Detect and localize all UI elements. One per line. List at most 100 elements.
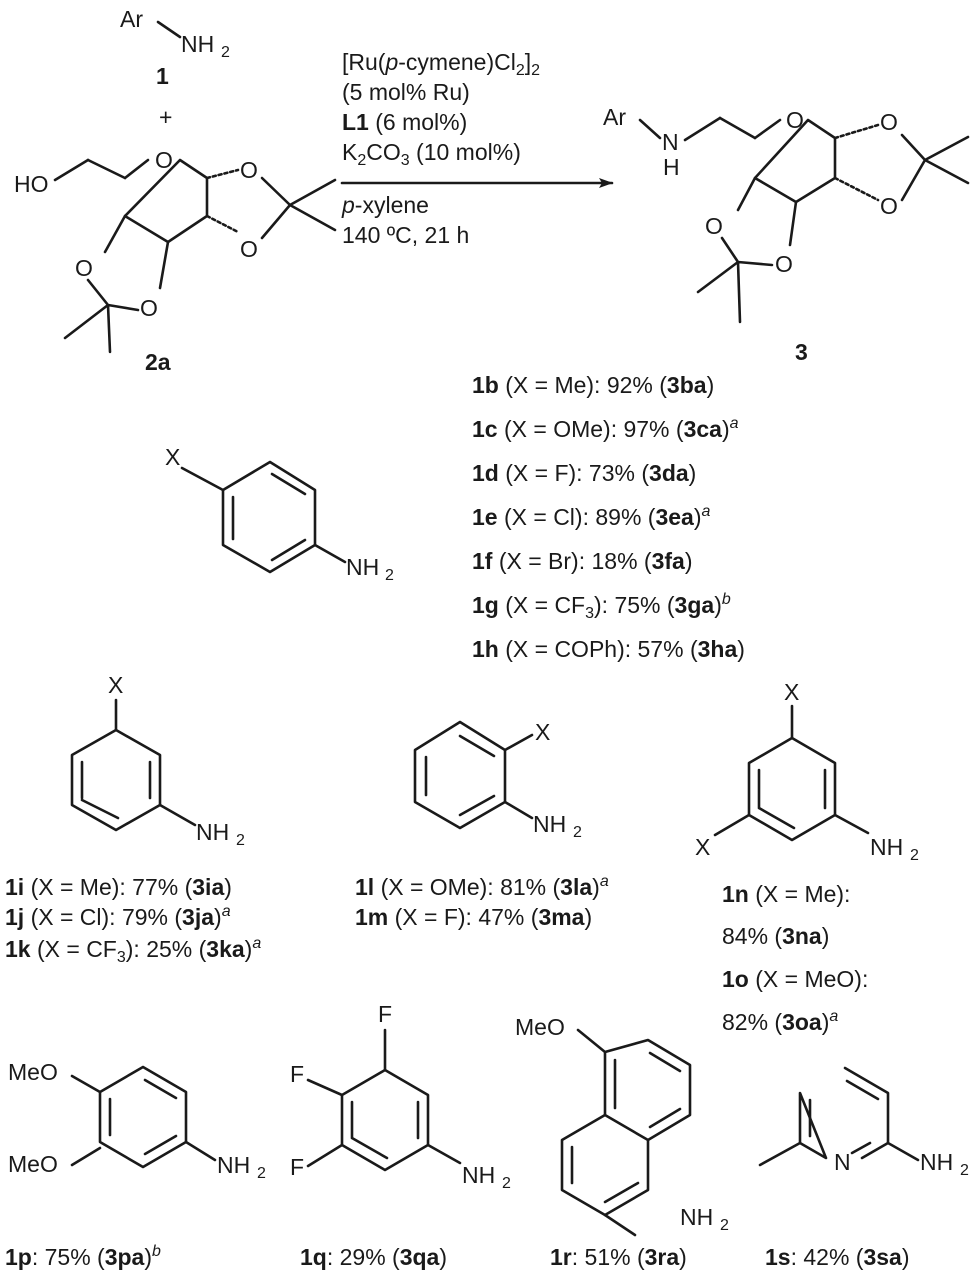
text-run: 1l — [355, 874, 374, 900]
nh-subscript: 2 — [221, 44, 230, 61]
meta-aniline-structure: X NH 2 — [70, 672, 245, 849]
nh-group-label: NH — [181, 31, 214, 57]
para-aniline-yields: 1b (X = Me): 92% (3ba) 1c (X = OMe): 97%… — [472, 372, 745, 662]
text-run: 3ma — [538, 904, 584, 930]
product-acetonide-oxygen-1: O — [880, 109, 898, 135]
text-run: : 75% ( — [32, 1244, 105, 1270]
text-run: (X = Cl): 79% ( — [24, 904, 182, 930]
text-run: (X = CF — [499, 592, 585, 618]
compound-label-2a: 2a — [145, 349, 171, 375]
text-run: 3ca — [684, 416, 723, 442]
text-run: 3oa — [782, 1009, 822, 1035]
text-run: 3pa — [105, 1244, 145, 1270]
ortho-x-label: X — [535, 719, 550, 745]
amine-1p-structure: MeO MeO NH 2 1p: 75% (3pa)b — [5, 1059, 266, 1270]
dimeta-aniline-structure: X X NH 2 — [695, 679, 919, 864]
text-run: ) — [722, 416, 730, 442]
text-run: ) — [737, 636, 745, 662]
para-aniline-structure: X NH 2 — [165, 444, 394, 584]
text-run: ): 75% ( — [594, 592, 675, 618]
text-run: 3na — [782, 923, 822, 949]
1s-ring-nitrogen: N — [834, 1149, 851, 1175]
text-run: b — [152, 1243, 161, 1260]
sugar-reactant-2a: O HO O O O O 2a — [14, 147, 337, 375]
text-run: ) — [214, 904, 222, 930]
yield-entry-1m: 1m (X = F): 47% (3ma) — [355, 904, 592, 930]
text-run: (X = CF — [31, 936, 117, 962]
text-run: (X = Me): 92% ( — [499, 372, 667, 398]
text-run: 1e — [472, 504, 498, 530]
amine-reactant-1: Ar NH 2 1 — [120, 6, 230, 89]
product-acetonide-oxygen-4: O — [775, 251, 793, 277]
yield-entry-1d: 1d (X = F): 73% (3da) — [472, 460, 696, 486]
text-run: 1m — [355, 904, 388, 930]
text-run: CO — [366, 139, 401, 165]
1r-amine-subscript: 2 — [720, 1217, 729, 1234]
yield-entry-1o: 1o (X = MeO): — [722, 966, 868, 992]
text-run: ) — [707, 372, 715, 398]
text-run: ) — [822, 1009, 830, 1035]
yield-entry-1b: 1b (X = Me): 92% (3ba) — [472, 372, 714, 398]
text-run: 1p — [5, 1244, 32, 1270]
text-run: 1f — [472, 548, 493, 574]
text-run: p — [384, 49, 398, 75]
text-run: ) — [592, 874, 600, 900]
text-run: ) — [245, 936, 253, 962]
para-amine-subscript: 2 — [385, 567, 394, 584]
yield-entry-1i: 1i (X = Me): 77% (3ia) — [5, 874, 232, 900]
text-run: : 29% ( — [327, 1244, 400, 1270]
text-run: 3sa — [863, 1244, 902, 1270]
text-run: ) — [694, 504, 702, 530]
yield-entry-1e: 1e (X = Cl): 89% (3ea)a — [472, 503, 711, 530]
ortho-aniline-structure: X NH 2 — [413, 719, 582, 841]
yield-entry-1l: 1l (X = OMe): 81% (3la)a — [355, 873, 609, 900]
compound-label-3: 3 — [795, 339, 808, 365]
text-run: 1q — [300, 1244, 327, 1270]
text-run: 2 — [357, 152, 366, 169]
text-run: 2 — [516, 62, 525, 79]
ortho-amine-label: NH — [533, 811, 566, 837]
yield-entry-1j: 1j (X = Cl): 79% (3ja)a — [5, 903, 231, 930]
1s-amine-label: NH — [920, 1149, 953, 1175]
text-run: (X = Me): — [749, 881, 851, 907]
text-run: 3 — [585, 605, 594, 622]
text-run: a — [730, 415, 739, 432]
text-run: 1n — [722, 881, 749, 907]
reaction-conditions: [Ru(p-cymene)Cl2]2 (5 mol% Ru) L1 (6 mol… — [340, 49, 614, 248]
1r-meo-label: MeO — [515, 1014, 565, 1040]
text-run: ) — [679, 1244, 687, 1270]
text-run: : 42% ( — [791, 1244, 864, 1270]
1p-meo-top: MeO — [8, 1059, 58, 1085]
text-run: 82% ( — [722, 1009, 782, 1035]
text-run: a — [829, 1008, 838, 1025]
para-amine-label: NH — [346, 554, 379, 580]
acetonide-oxygen-3: O — [75, 255, 93, 281]
text-run: (X = Me): 77% ( — [24, 874, 192, 900]
text-run: ) — [685, 548, 693, 574]
text-run: 3fa — [652, 548, 685, 574]
ring-oxygen: O — [155, 147, 173, 173]
text-run: -xylene — [355, 192, 429, 218]
acetonide-oxygen-1: O — [240, 157, 258, 183]
dimeta-amine-label: NH — [870, 834, 903, 860]
condition-line-6: 140 ºC, 21 h — [342, 222, 469, 248]
1p-amine-subscript: 2 — [257, 1165, 266, 1182]
para-x-label: X — [165, 444, 180, 470]
text-run: (X = Cl): 89% ( — [498, 504, 656, 530]
1q-f-top: F — [378, 1001, 392, 1027]
condition-line-5: p-xylene — [341, 192, 429, 218]
yield-entry-1s: 1s: 42% (3sa) — [765, 1244, 910, 1270]
text-run: ) — [822, 923, 830, 949]
1p-meo-bottom: MeO — [8, 1151, 58, 1177]
condition-line-4: K2CO3 (10 mol%) — [342, 139, 521, 169]
1q-f-mid: F — [290, 1061, 304, 1087]
meta-x-label: X — [108, 672, 123, 698]
text-run: 1h — [472, 636, 499, 662]
text-run: a — [222, 903, 231, 920]
dimeta-aniline-yields: 1n (X = Me): 84% (3na) 1o (X = MeO): 82%… — [722, 881, 868, 1035]
text-run: 3ha — [698, 636, 738, 662]
text-run: 3ia — [192, 874, 224, 900]
compound-label-1: 1 — [156, 63, 169, 89]
product-ring-oxygen: O — [786, 107, 804, 133]
product-3: Ar N H O O O O O 3 — [603, 104, 970, 365]
